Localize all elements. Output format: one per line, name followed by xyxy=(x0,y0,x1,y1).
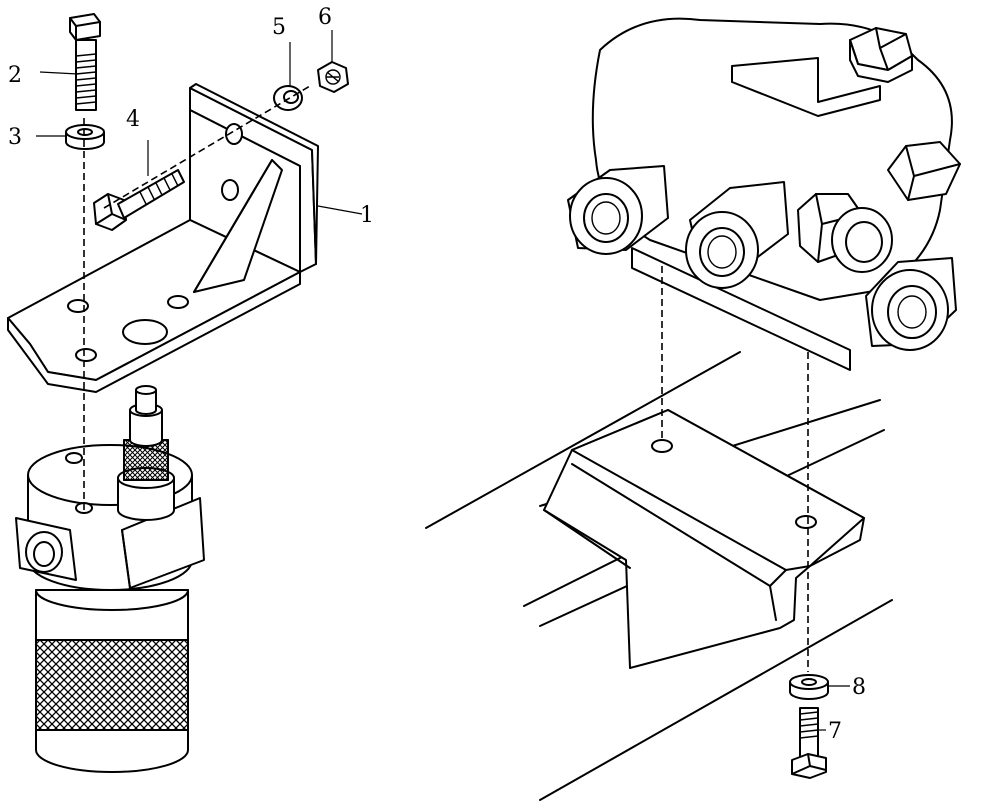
bolt-item-2 xyxy=(69,13,101,111)
alignment-line-left-horizontal xyxy=(103,85,311,209)
callout-4: 4 xyxy=(126,107,140,132)
callout-3: 3 xyxy=(8,125,22,150)
bolt-item-4 xyxy=(93,169,185,231)
port-middle xyxy=(685,181,789,289)
callout-8: 8 xyxy=(852,675,866,700)
callout-6: 6 xyxy=(318,5,332,30)
callout-5: 5 xyxy=(272,15,286,40)
callout-1: 1 xyxy=(360,203,374,228)
valve-block xyxy=(567,17,961,371)
washer-item-8 xyxy=(789,674,829,700)
center-fitting xyxy=(797,193,893,273)
mounting-bracket xyxy=(543,409,865,669)
callout-7: 7 xyxy=(828,719,842,744)
bracket-item-1 xyxy=(7,83,319,393)
filter-unit xyxy=(15,385,205,773)
nut-item-6 xyxy=(317,61,349,93)
leader-lines xyxy=(36,30,850,731)
bolt-item-7 xyxy=(791,707,827,779)
washer-item-3 xyxy=(65,124,105,150)
washer-item-5 xyxy=(273,85,303,111)
callout-2: 2 xyxy=(8,63,22,88)
port-right xyxy=(865,257,957,351)
port-left xyxy=(567,165,669,255)
